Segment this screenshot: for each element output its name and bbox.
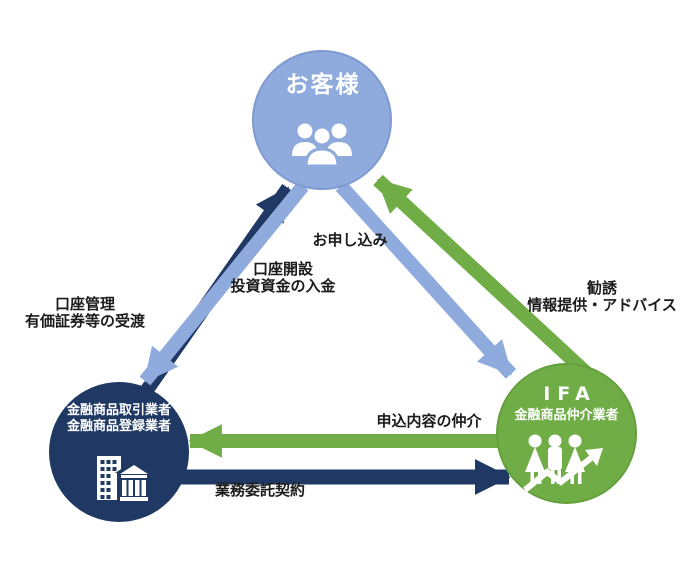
people-group-icon bbox=[292, 123, 352, 168]
label-line: 申込内容の仲介 bbox=[376, 412, 482, 430]
label-mediation: 申込内容の仲介 bbox=[376, 413, 481, 430]
label-line: 有価証券等の受渡 bbox=[24, 312, 146, 330]
label-line: 投資資金の入金 bbox=[230, 277, 336, 295]
buildings-icon bbox=[97, 456, 151, 502]
node-dealer: 金融商品取引業者 金融商品登録業者 bbox=[49, 382, 189, 522]
label-line: 口座管理 bbox=[54, 295, 116, 313]
label-line: 情報提供・アドバイス bbox=[527, 296, 677, 314]
label-account-opening: 口座開設 投資資金の入金 bbox=[230, 261, 335, 295]
label-solicitation: 勧誘 情報提供・アドバイス bbox=[527, 280, 677, 314]
dealer-title-line1: 金融商品取引業者 bbox=[66, 403, 171, 418]
people-growth-icon bbox=[522, 434, 603, 493]
label-line: お申し込み bbox=[312, 231, 388, 249]
label-line: 口座開設 bbox=[252, 260, 314, 278]
arrow-customer-to-dealer bbox=[139, 181, 309, 386]
label-outsourcing: 業務委託契約 bbox=[215, 482, 305, 499]
label-line: 勧誘 bbox=[586, 279, 617, 297]
ifa-title: IFA bbox=[543, 383, 597, 405]
ifa-subtitle: 金融商品仲介業者 bbox=[514, 408, 619, 423]
label-line: 業務委託契約 bbox=[214, 481, 306, 499]
customer-title: お客様 bbox=[285, 72, 361, 98]
arrow-ifa-to-customer bbox=[373, 174, 597, 384]
dealer-title-line2: 金融商品登録業者 bbox=[66, 418, 171, 434]
node-customer: お客様 bbox=[252, 50, 392, 190]
label-account-management: 口座管理 有価証券等の受渡 bbox=[25, 296, 145, 330]
arrow-customer-to-ifa bbox=[335, 181, 517, 379]
label-application: お申し込み bbox=[312, 232, 387, 249]
node-ifa: IFA 金融商品仲介業者 bbox=[496, 363, 637, 504]
